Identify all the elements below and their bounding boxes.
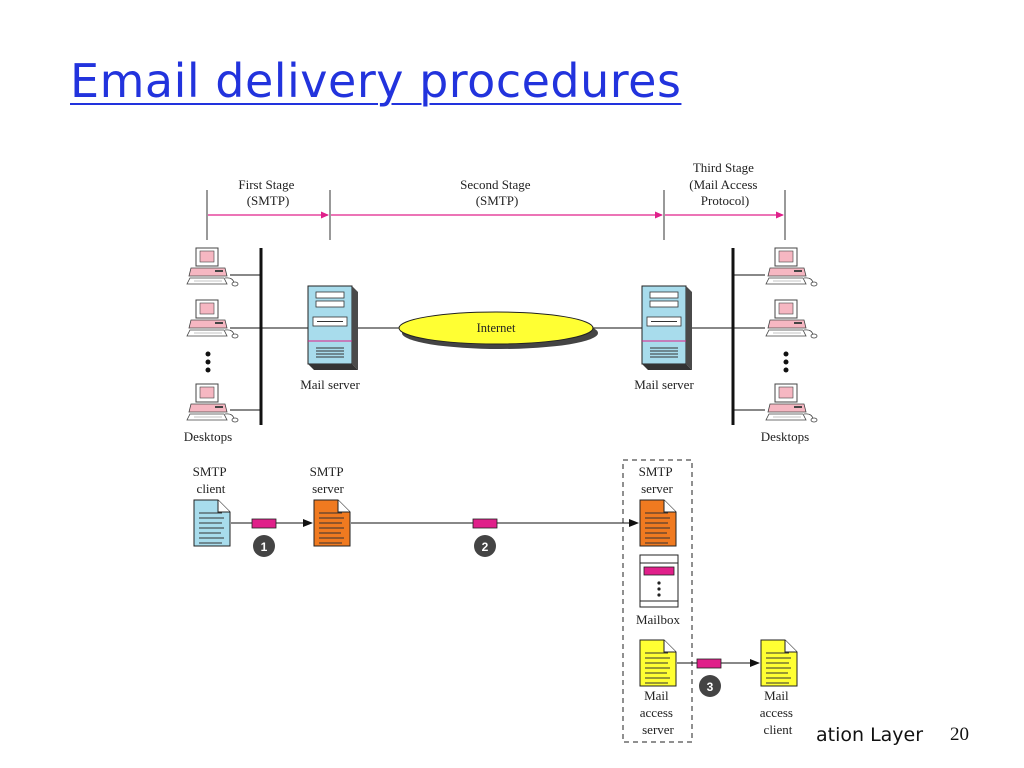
page-number: 20 [950,724,969,745]
smtp-server-1-document-icon [313,499,351,547]
desktop-icon [186,299,239,339]
message-packet [472,518,498,529]
mail-server-right-icon [641,285,693,371]
smtp-client-document-icon [193,499,231,547]
mail-server-right-label: Mail server [634,377,694,392]
smtp-server-2-label: SMTP server [639,464,676,496]
right-lan [731,247,818,425]
svg-text:3: 3 [707,680,714,694]
slide-title: Email delivery procedures [70,54,682,108]
third-stage-label: Third Stage (Mail Access Protocol) [689,160,760,208]
step-3-badge: 3 [699,675,721,697]
step-1-badge: 1 [253,535,275,557]
desktop-icon [765,299,818,339]
ellipsis-icon [783,351,789,373]
smtp-server-1-label: SMTP server [310,464,347,496]
stage-brackets [206,190,786,240]
desktops-left-label: Desktops [184,429,232,444]
smtp-server-2-document-icon [639,499,677,547]
mail-access-server-label: Mail access server [640,688,676,737]
desktops-right-label: Desktops [761,429,809,444]
desktop-icon [186,247,239,287]
mailbox-label: Mailbox [636,612,681,627]
smtp-client-label: SMTP client [193,464,230,496]
mail-server-boundary [622,459,693,743]
svg-text:2: 2 [482,540,489,554]
ellipsis-icon [205,351,211,373]
desktop-icon [186,383,239,423]
message-packet [251,518,277,529]
internet-cloud [398,311,598,349]
svg-text:1: 1 [261,540,268,554]
mail-server-left-icon [307,285,359,371]
mail-access-client-document-icon [760,639,798,687]
message-packet [696,658,722,669]
left-lan [186,247,263,425]
mail-access-server-document-icon [639,639,677,687]
mail-access-client-label: Mail access client [760,688,796,737]
internet-label: Internet [477,321,516,335]
mailbox-icon [639,554,679,608]
desktop-icon [765,383,818,423]
second-stage-label: Second Stage (SMTP) [460,177,534,208]
footer-section-label: ation Layer [816,724,924,746]
step-2-badge: 2 [474,535,496,557]
first-stage-label: First Stage (SMTP) [238,177,297,208]
mail-server-left-label: Mail server [300,377,360,392]
desktop-icon [765,247,818,287]
